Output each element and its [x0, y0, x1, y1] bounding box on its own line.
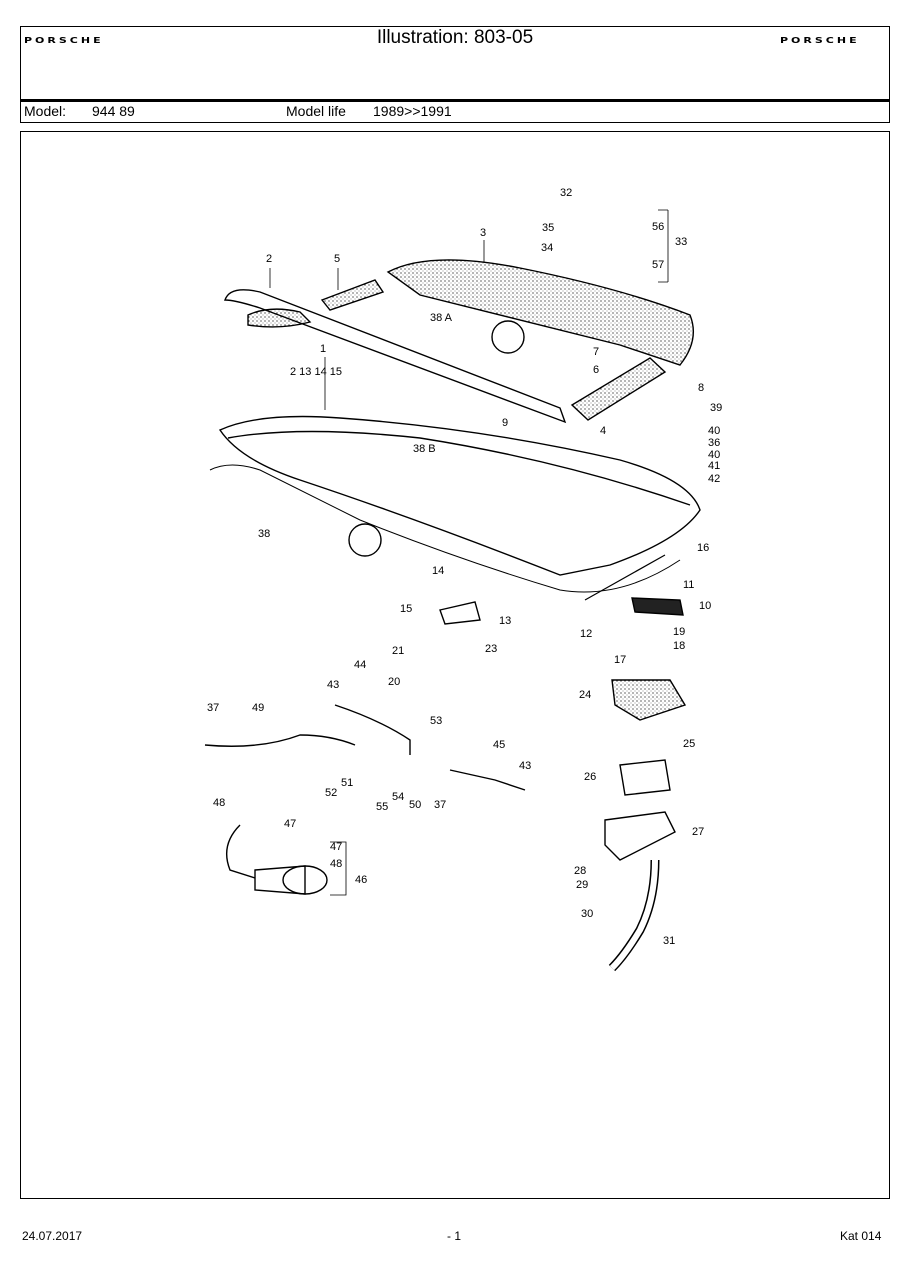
label-19: 19 [673, 626, 685, 638]
label-48a: 48 [213, 797, 225, 809]
label-24: 24 [579, 689, 591, 701]
label-20: 20 [388, 676, 400, 688]
label-7: 7 [593, 346, 599, 358]
label-21: 21 [392, 645, 404, 657]
label-4: 4 [600, 425, 606, 437]
label-26: 26 [584, 771, 596, 783]
label-51: 51 [341, 777, 353, 789]
label-47a: 47 [284, 818, 296, 830]
label-43a: 43 [327, 679, 339, 691]
label-47b: 47 [330, 841, 342, 853]
label-43b: 43 [519, 760, 531, 772]
header-box [20, 26, 890, 123]
label-36: 36 [708, 437, 720, 449]
label-38a: 38 A [430, 312, 453, 324]
porsche-logo-left: PORSCHE [24, 36, 104, 46]
label-56: 56 [652, 221, 664, 233]
label-40b: 40 [708, 449, 720, 461]
label-54: 54 [392, 791, 404, 803]
label-31: 31 [663, 935, 675, 947]
label-27: 27 [692, 826, 704, 838]
label-25: 25 [683, 738, 695, 750]
model-value: 944 89 [92, 103, 135, 119]
page-title: Illustration: 803-05 [376, 27, 534, 48]
label-35: 35 [542, 222, 554, 234]
label-15: 15 [400, 603, 412, 615]
footer-page: - 1 [447, 1229, 462, 1243]
label-38b: 38 B [413, 443, 436, 455]
label-38: 38 [258, 528, 270, 540]
label-11: 11 [683, 579, 694, 591]
label-37a: 37 [207, 702, 219, 714]
label-12: 12 [580, 628, 592, 640]
label-48b: 48 [330, 858, 342, 870]
label-37b: 37 [434, 799, 446, 811]
label-40a: 40 [708, 425, 720, 437]
warning-symbol-icon [348, 523, 382, 557]
footer-date: 24.07.2017 [22, 1229, 83, 1243]
rear-hatch-glass [218, 415, 701, 576]
label-1-sub: 2 13 14 15 [290, 366, 342, 378]
label-1: 1 [320, 343, 326, 355]
label-10: 10 [699, 600, 711, 612]
label-49: 49 [252, 702, 264, 714]
label-57: 57 [652, 259, 664, 271]
model-life-value: 1989>>1991 [373, 103, 452, 119]
model-label: Model: [24, 103, 67, 119]
label-3: 3 [480, 227, 486, 239]
label-14: 14 [432, 565, 444, 577]
label-34: 34 [541, 242, 553, 254]
label-50: 50 [409, 799, 421, 811]
label-44: 44 [354, 659, 366, 671]
label-33: 33 [675, 236, 687, 248]
porsche-logo-right: PORSCHE [780, 36, 860, 46]
label-6: 6 [593, 364, 599, 376]
spoiler-part [386, 259, 694, 366]
label-18: 18 [673, 640, 685, 652]
label-28: 28 [574, 865, 586, 877]
illustration-frame [20, 131, 890, 1199]
label-52: 52 [325, 787, 337, 799]
label-39: 39 [710, 402, 722, 414]
tool-symbol-icon [491, 320, 525, 354]
label-9: 9 [502, 417, 508, 429]
label-53: 53 [430, 715, 442, 727]
label-2: 2 [266, 253, 272, 265]
label-45: 45 [493, 739, 505, 751]
label-55: 55 [376, 801, 388, 813]
label-16: 16 [697, 542, 709, 554]
model-life-label: Model life [286, 103, 346, 119]
seal-part [224, 289, 567, 424]
header-separator [20, 99, 890, 102]
label-41: 41 [708, 460, 720, 472]
label-8: 8 [698, 382, 704, 394]
label-17: 17 [614, 654, 626, 666]
footer-catalog: Kat 014 [840, 1229, 882, 1243]
label-32: 32 [560, 187, 572, 199]
label-5: 5 [334, 253, 340, 265]
label-42: 42 [708, 473, 720, 485]
label-46: 46 [355, 874, 367, 886]
label-13: 13 [499, 615, 511, 627]
label-29: 29 [576, 879, 588, 891]
label-23: 23 [485, 643, 497, 655]
label-30: 30 [581, 908, 593, 920]
